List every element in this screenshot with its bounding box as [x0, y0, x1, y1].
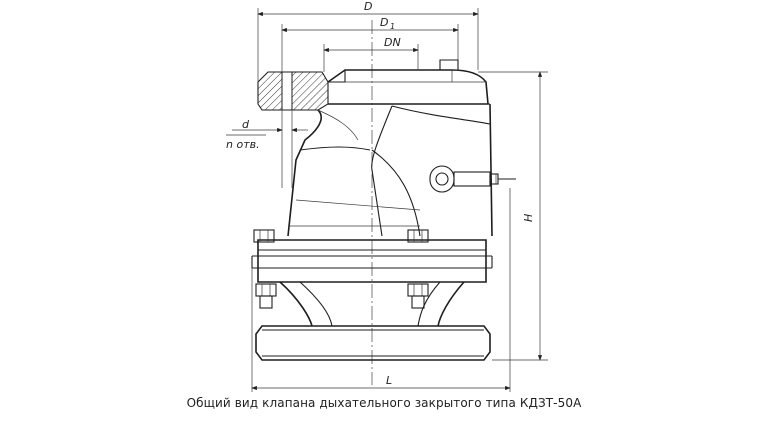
dim-D1-subscript: 1 [390, 22, 395, 31]
dim-DN: DN [323, 36, 419, 72]
figure-caption: Общий вид клапана дыхательного закрытого… [186, 396, 582, 410]
dim-D1-label: D [380, 16, 388, 29]
upper-housing [287, 103, 493, 237]
dim-d-label: d [242, 118, 250, 131]
lower-body [279, 281, 465, 327]
bolt-center-top [407, 229, 429, 243]
dim-D: D [257, 0, 479, 82]
dim-H: H [478, 71, 548, 361]
bolt-center-bottom [407, 283, 429, 309]
dim-n-holes-label: n отв. [226, 138, 260, 151]
dim-DN-label: DN [384, 36, 401, 49]
flange-section-hatch [257, 71, 329, 111]
dim-H-label: H [522, 214, 535, 222]
bolt-left-top [253, 229, 275, 243]
bolt-left-bottom [255, 283, 277, 309]
bottom-flange [255, 325, 491, 361]
dim-L: L [251, 188, 511, 392]
dim-L-label: L [386, 374, 392, 387]
middle-flange [251, 229, 493, 309]
dim-D-label: D [364, 0, 372, 13]
dim-d: d n отв. [226, 110, 308, 188]
dim-D1: D 1 [281, 16, 459, 72]
top-flange [257, 59, 490, 111]
side-lug [429, 165, 516, 193]
